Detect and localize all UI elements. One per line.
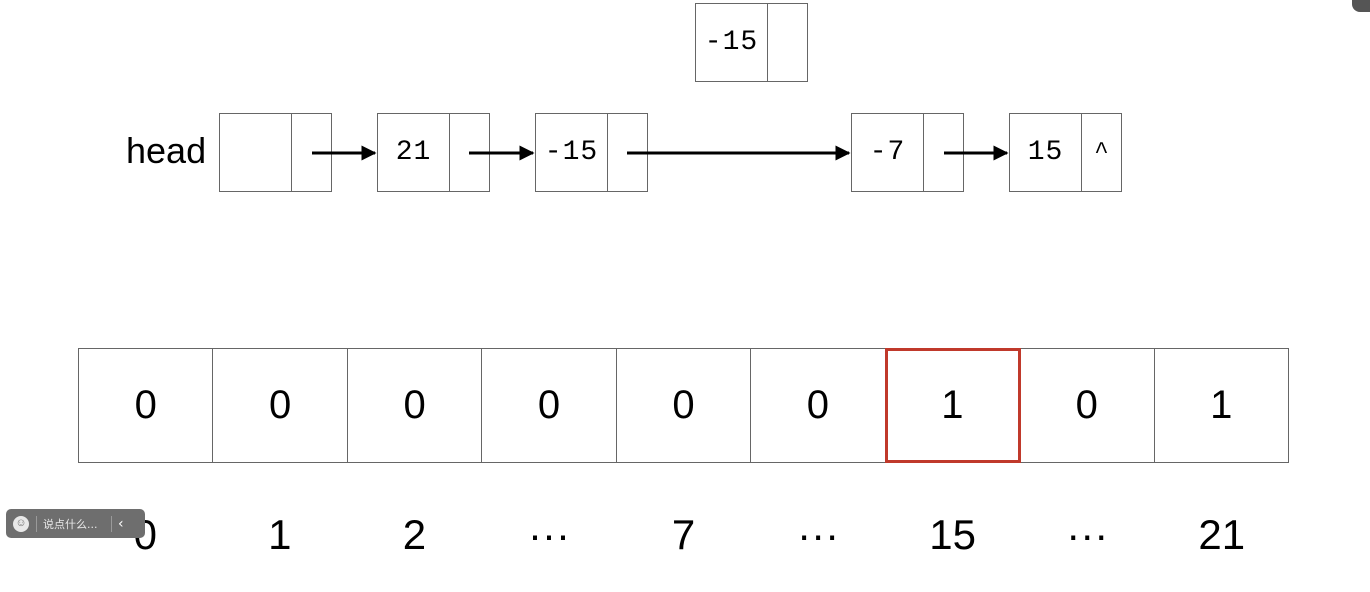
node-next-pointer [608,114,647,191]
bitmap-indices: 0 1 2 ··· 7 ··· 15 ··· 21 [78,505,1289,565]
node-value: -15 [536,114,608,191]
bitmap-cell: 0 [617,349,752,462]
list-node: -7 [851,113,964,192]
bitmap-cell: 1 [1210,383,1233,427]
node-value [220,114,292,191]
bitmap-index: 15 [929,511,977,558]
node-value: 21 [378,114,450,191]
head-label: head [126,130,207,171]
node-next-pointer [768,4,807,81]
node-next-pointer [292,114,331,191]
bitmap-cell: 0 [1020,349,1155,462]
list-node-tail: 15 ^ [1009,113,1122,192]
divider [111,515,112,532]
bitmap-index: 1 [268,511,292,558]
bitmap-index-ellipsis: ··· [797,511,840,558]
node-value: -15 [696,4,768,81]
node-next-pointer [924,114,963,191]
bitmap-cell: 0 [482,349,617,462]
node-value: 15 [1010,114,1082,191]
bitmap-cell-highlighted: 1 [884,348,1022,463]
bitmap-cell: 0 [751,349,886,462]
bitmap-cell: 0 [79,349,214,462]
chat-input-widget[interactable]: ☺ 说点什么... ‹ [6,509,145,538]
divider [36,515,37,532]
chat-input-placeholder[interactable]: 说点什么... [43,517,98,531]
bitmap-index: 2 [402,511,427,558]
chevron-left-icon[interactable]: ‹ [118,515,124,532]
bitmap-cell: 0 [348,349,483,462]
list-node: -15 [535,113,648,192]
bitmap-cell: 0 [213,349,348,462]
list-node-head [219,113,332,192]
bitmap-index-ellipsis: ··· [1066,511,1109,558]
node-next-pointer [450,114,489,191]
corner-tab[interactable] [1352,0,1370,12]
list-node: 21 [377,113,490,192]
detached-list-node: -15 [695,3,808,82]
node-next-pointer: ^ [1094,139,1109,166]
smiley-icon[interactable]: ☺ [13,515,29,532]
bitmap-index-ellipsis: ··· [527,511,570,558]
bitmap-array: 0 0 0 0 0 0 1 0 1 [78,348,1289,463]
node-value: -7 [852,114,924,191]
bitmap-index: 21 [1198,511,1246,558]
bitmap-index: 7 [671,511,696,558]
